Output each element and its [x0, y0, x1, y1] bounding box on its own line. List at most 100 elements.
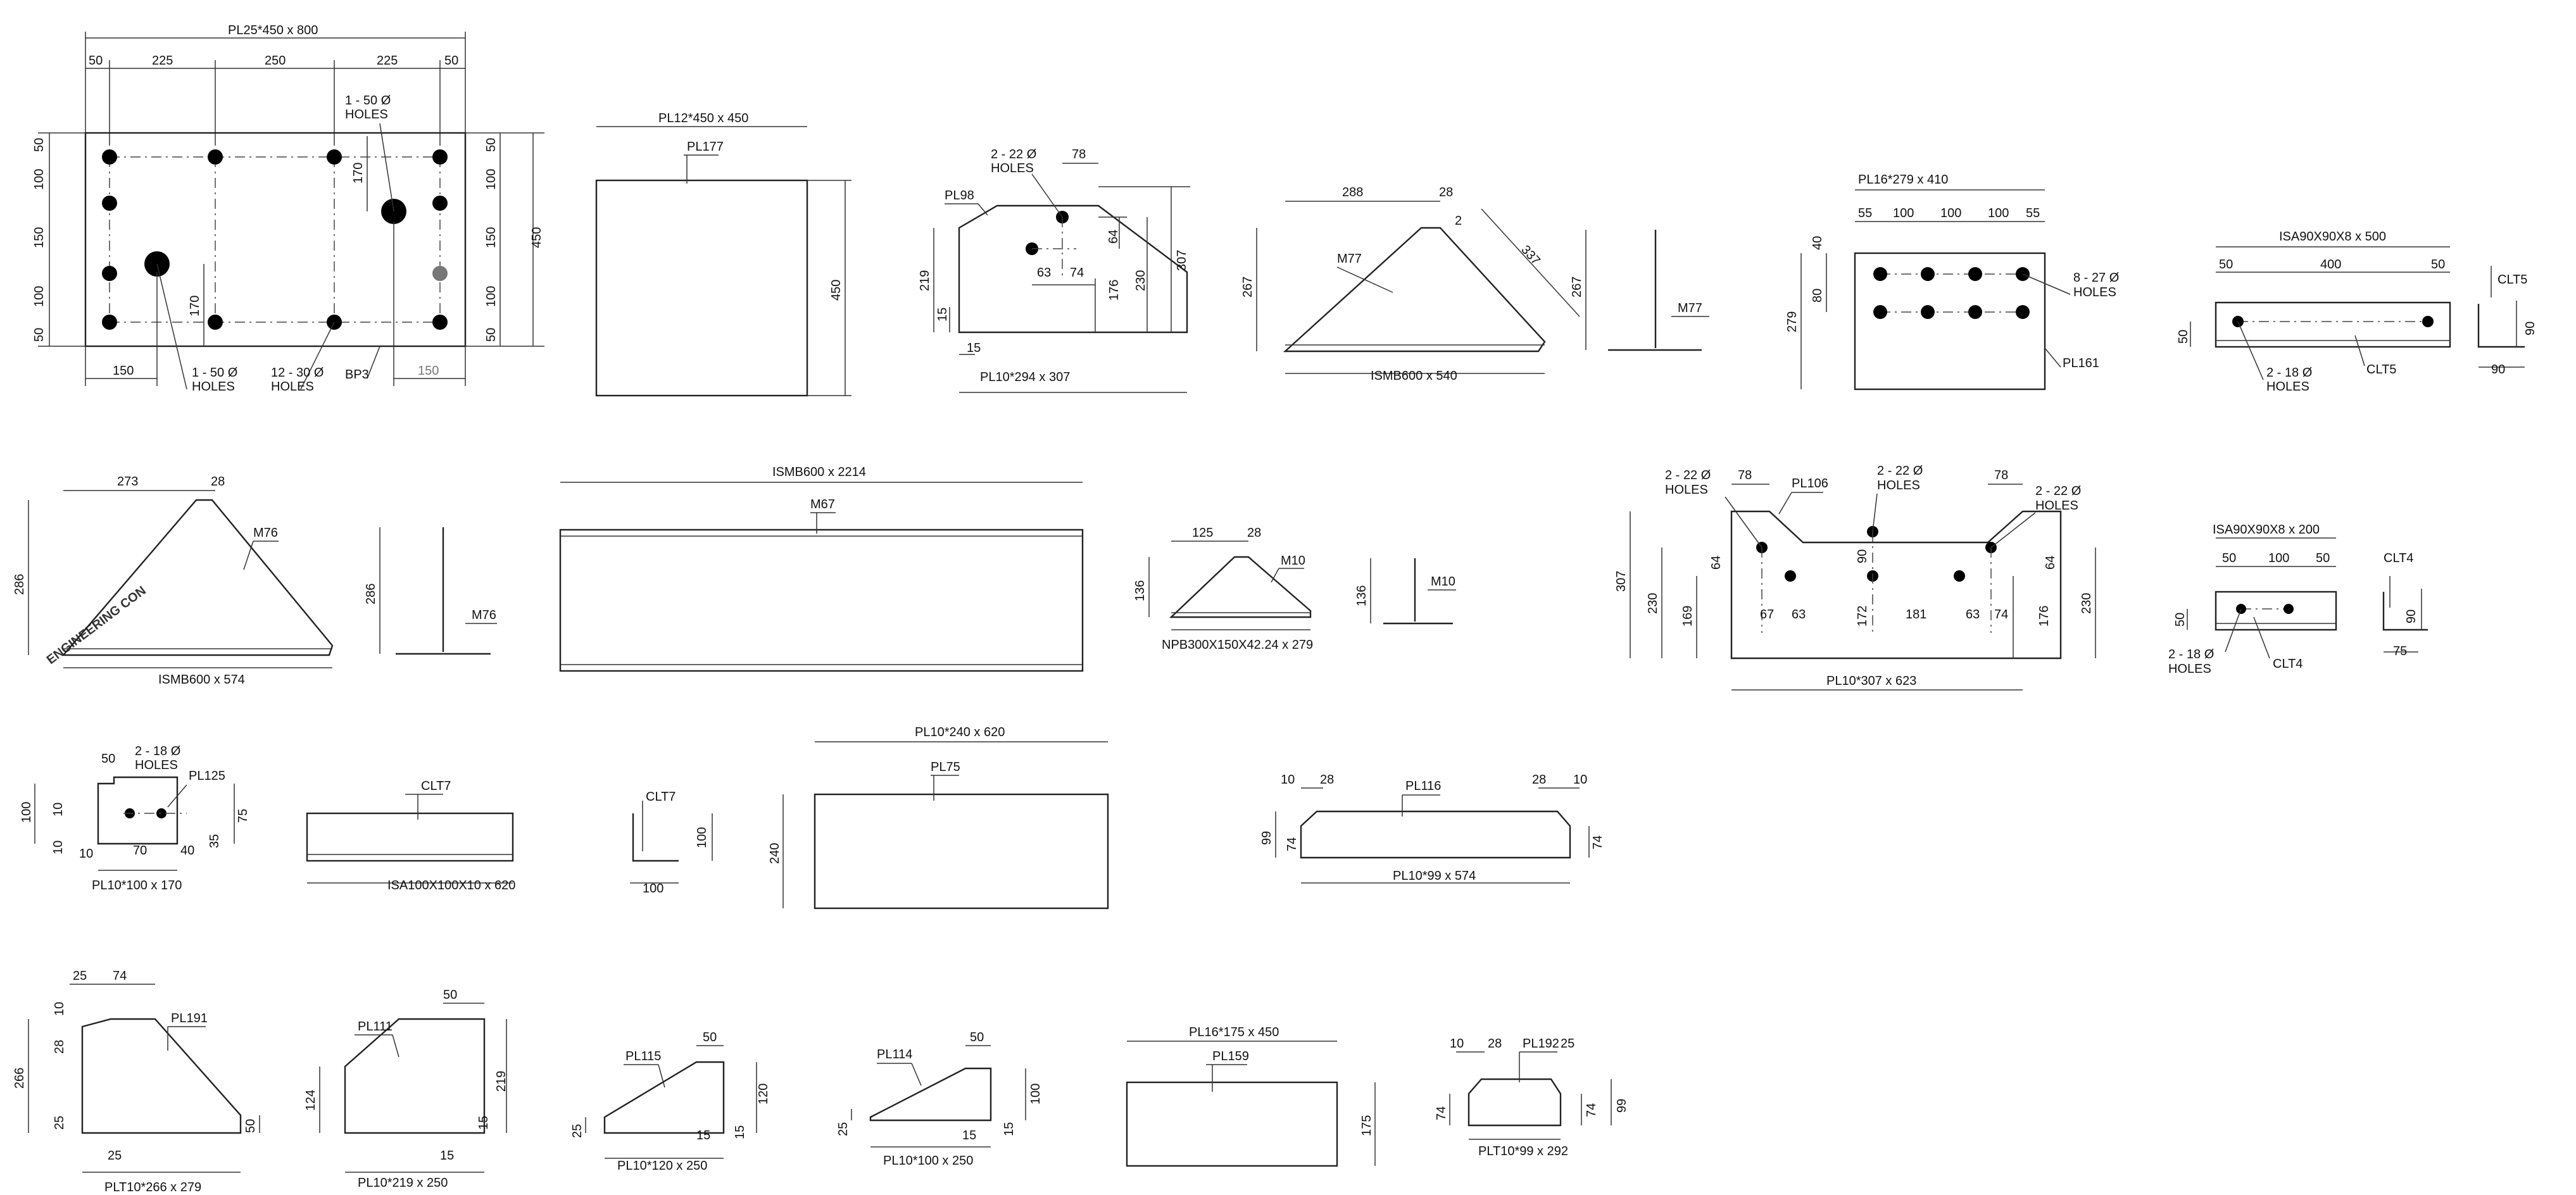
dim: 50 [2219, 258, 2233, 272]
dim: 75 [236, 809, 250, 823]
part-tag: CLT4 [2273, 657, 2303, 671]
callout: HOLES [1877, 479, 1920, 492]
dim: 100 [484, 169, 498, 190]
part-tag: CLT7 [421, 779, 451, 793]
dim: 136 [1355, 585, 1369, 606]
dim: 230 [2080, 593, 2094, 614]
caption: PL10*307 x 623 [1826, 674, 1916, 688]
dim: 50 [2431, 258, 2445, 272]
dim: 25 [108, 1149, 122, 1163]
drawing-m76: 273 28 286 M76 ISMB600 x 574 286 M76 [13, 475, 497, 687]
dim: 100 [643, 882, 663, 896]
callout: HOLES [345, 108, 388, 122]
dim: 50 [484, 138, 498, 152]
dim: 50 [444, 54, 458, 68]
callout: HOLES [2168, 662, 2211, 676]
caption: PL10*100 x 250 [883, 1154, 973, 1168]
caption: PL10*120 x 250 [617, 1159, 707, 1173]
dim: 286 [364, 584, 378, 604]
dim: 50 [2173, 613, 2187, 627]
drawing-bp3: PL25*450 x 800 50 225 250 225 50 [32, 23, 544, 394]
dim: 337 [1518, 243, 1543, 268]
bolt-hole [432, 149, 448, 165]
drawing-pl191: 25 74 PL191 10 28 266 25 25 50 PLT10*266… [13, 969, 260, 1194]
dim: 450 [829, 280, 843, 301]
dim: 307 [1614, 571, 1628, 592]
dim: 90 [2523, 322, 2537, 335]
dim: 28 [1320, 773, 1334, 787]
dim: 15 [1002, 1122, 1016, 1136]
dim: 28 [1439, 185, 1453, 199]
part-tag: M76 [253, 526, 278, 540]
drawing-pl98: 2 - 22 Ø HOLES 78 PL98 64 230 307 176 63… [918, 147, 1190, 393]
dim: 99 [1615, 1099, 1629, 1113]
dim: 74 [1285, 837, 1299, 851]
dim: 10 [53, 1002, 66, 1016]
dim: 25 [1561, 1037, 1574, 1051]
dim: 74 [1435, 1106, 1448, 1120]
dim: 230 [1646, 593, 1660, 614]
drawing-clt7: CLT7 ISA100X100X10 x 620 CLT7 100 100 [306, 779, 713, 896]
dim: 28 [1247, 526, 1261, 540]
dim: 74 [1070, 266, 1084, 280]
bp3-title: PL25*450 x 800 [228, 23, 318, 37]
dim: 74 [1994, 608, 2008, 622]
callout: 2 - 22 Ø [1877, 464, 1923, 478]
bolt-hole [208, 315, 223, 330]
dim: 64 [2044, 556, 2058, 570]
dim: 74 [1591, 835, 1605, 849]
drawing-pl114: 50 PL114 25 100 15 15 PL10*100 x 250 [836, 1030, 1043, 1168]
dim: 64 [1107, 230, 1121, 244]
dim: 15 [967, 341, 981, 355]
dim: 90 [2491, 363, 2505, 377]
drawing-pl106: 2 - 22 Ø HOLES 78 PL106 2 - 22 Ø HOLES 7… [1614, 464, 2096, 691]
dim: 175 [1360, 1115, 1374, 1136]
callout: HOLES [2266, 380, 2309, 394]
caption: ISMB600 x 540 [1371, 369, 1457, 383]
part-tag: PL98 [945, 189, 974, 203]
dim: 100 [32, 169, 46, 190]
dim: 15 [962, 1129, 976, 1142]
dim: 267 [1570, 277, 1584, 297]
bolt-hole [208, 149, 223, 165]
callout: HOLES [991, 161, 1034, 175]
dim: 63 [1037, 266, 1051, 280]
dim: 25 [836, 1122, 850, 1136]
dim: 250 [265, 54, 286, 68]
dim: 63 [1966, 608, 1980, 622]
dim: 50 [2177, 330, 2190, 344]
dim: 172 [1856, 606, 1869, 627]
dim: 28 [211, 475, 225, 489]
drawing-m77: 288 28 2 337 267 M77 ISMB600 x 540 267 M… [1241, 185, 1709, 383]
title: ISA90X90X8 x 200 [2213, 523, 2320, 537]
dim: 170 [188, 296, 202, 316]
dim: 35 [208, 834, 222, 848]
part-tag: BP3 [345, 368, 369, 382]
dim: 225 [377, 54, 398, 68]
caption: ISMB600 x 574 [158, 673, 245, 687]
dim: 99 [1260, 831, 1274, 845]
part-tag: PL106 [1792, 477, 1828, 491]
dim: 50 [2316, 551, 2330, 565]
dim: 176 [1107, 280, 1121, 301]
title: ISMB600 x 2214 [772, 465, 866, 479]
dim: 150 [32, 227, 46, 248]
callout: HOLES [271, 380, 314, 394]
dim: 170 [351, 163, 365, 184]
bolt-hole [102, 149, 117, 165]
caption: PLT10*99 x 292 [1478, 1144, 1568, 1158]
drawing-pl177: PL12*450 x 450 PL177 450 [595, 111, 851, 397]
caption: PL10*100 x 170 [92, 879, 182, 892]
dim: 50 [89, 54, 103, 68]
dim: 100 [1940, 206, 1961, 220]
part-tag: PL125 [189, 769, 225, 783]
dim: 169 [1681, 606, 1695, 627]
part-tag: PL191 [171, 1011, 208, 1025]
dim: 50 [101, 752, 115, 766]
part-tag: PL115 [625, 1049, 661, 1063]
dim: 10 [1281, 773, 1295, 787]
title: PL16*279 x 410 [1858, 173, 1948, 187]
drawing-pl111: 50 PL111 124 219 15 15 PL10*219 x 250 [304, 988, 508, 1190]
dim: 267 [1241, 277, 1255, 297]
